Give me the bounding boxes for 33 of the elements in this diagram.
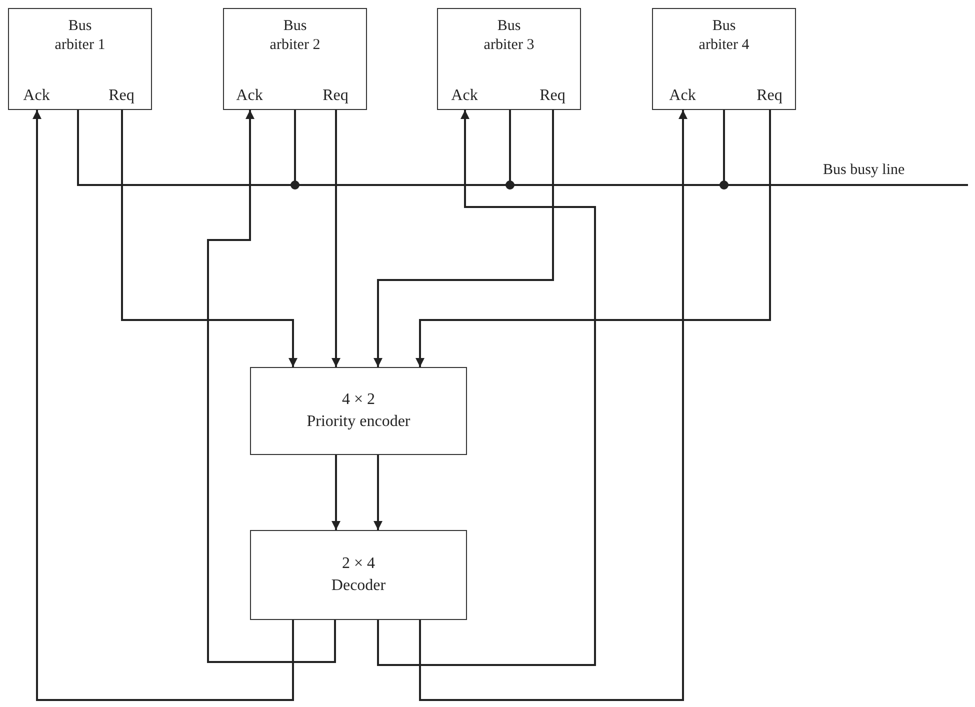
arbiter-title: Bus arbiter 3 <box>482 17 536 54</box>
port-label: Ack <box>442 84 486 110</box>
signal-arrow <box>416 110 771 367</box>
port-label: Ack <box>14 84 58 110</box>
logic-block <box>250 367 467 455</box>
signal-arrow <box>419 110 688 701</box>
arbiter-box <box>652 8 796 110</box>
block-label: Decoder <box>331 576 386 596</box>
port-label: Req <box>314 84 358 110</box>
signal-arrow <box>374 110 554 367</box>
port-label: Req <box>100 84 144 110</box>
arbiter-title: Bus arbiter 2 <box>268 17 322 54</box>
port-label: Ack <box>660 84 704 110</box>
signal-arrow <box>121 110 298 367</box>
logic-block <box>250 530 467 620</box>
arbiter-title: Bus arbiter 4 <box>698 17 750 54</box>
signal-arrow <box>374 455 382 530</box>
signal-arrow <box>332 455 340 530</box>
block-label: Priority encoder <box>306 412 410 432</box>
arbiter-box <box>8 8 152 110</box>
signal-arrow <box>377 110 596 666</box>
signal-arrow <box>332 110 340 367</box>
port-label: Req <box>748 84 792 110</box>
signal-arrow <box>207 110 336 663</box>
block-label: 2 × 4 <box>342 554 376 574</box>
bus-line-label: Bus busy line <box>815 157 968 186</box>
port-label: Req <box>530 84 574 110</box>
arbiter-box <box>437 8 581 110</box>
signal-arrow <box>32 110 294 701</box>
arbiter-box <box>223 8 367 110</box>
block-label: 4 × 2 <box>342 390 376 410</box>
arbiter-title: Bus arbiter 1 <box>54 17 106 54</box>
port-label: Ack <box>228 84 272 110</box>
